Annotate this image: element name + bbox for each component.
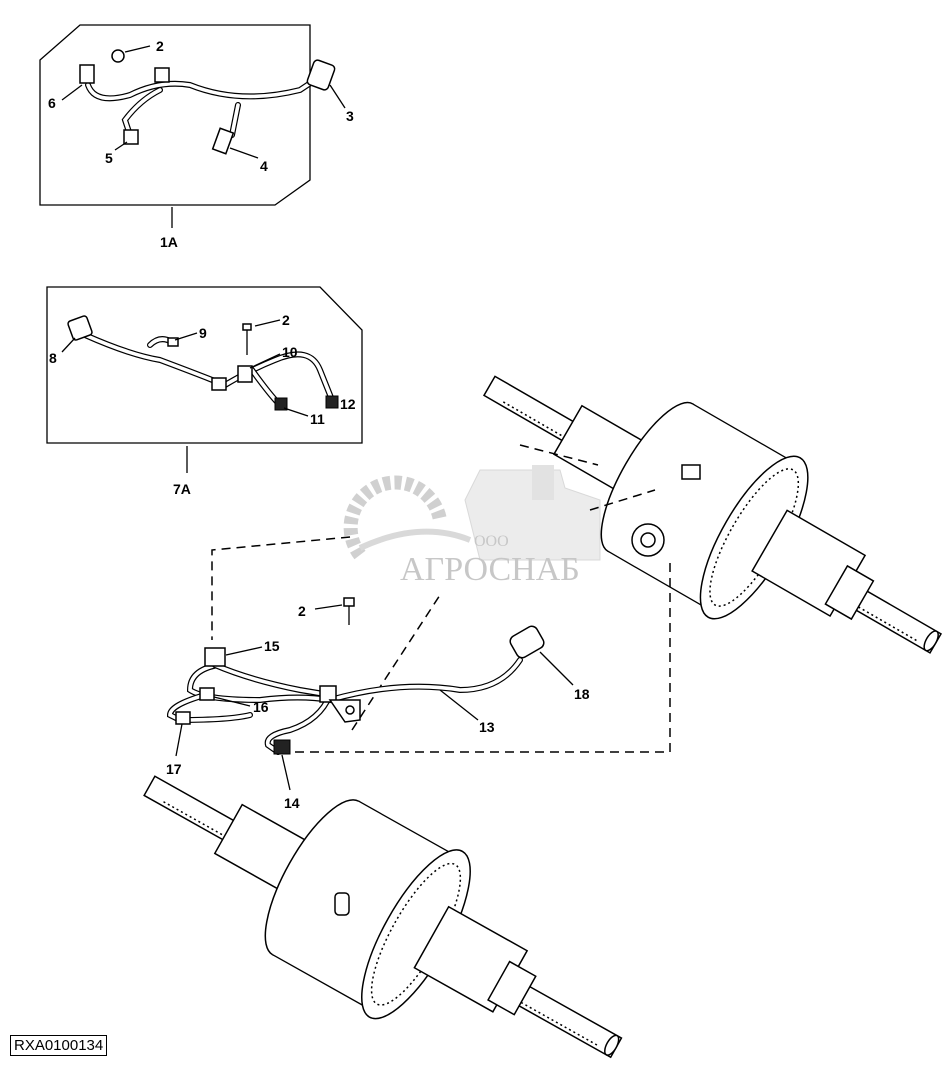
watermark-name: АГРОСНАБ: [400, 551, 580, 588]
watermark-logo: ООО АГРОСНАБ: [343, 465, 601, 588]
callout-2: 2: [298, 603, 306, 619]
reference-code: RXA0100134: [10, 1035, 108, 1056]
callout-17: 17: [166, 761, 182, 777]
callout-12: 12: [340, 396, 356, 412]
lower-axle-illustration: [143, 775, 623, 1059]
callout-14: 14: [284, 795, 300, 811]
callout-15: 15: [264, 638, 280, 654]
callout-10: 10: [282, 344, 298, 360]
callout-2: 2: [282, 312, 290, 328]
callout-4: 4: [260, 158, 268, 174]
upper-axle-illustration: [482, 375, 943, 654]
watermark-prefix: ООО: [474, 533, 509, 550]
kit-label-1a: 1A: [160, 234, 178, 250]
callout-2: 2: [156, 38, 164, 54]
installed-harness: 2 15 16 18 13 17 14: [166, 444, 671, 811]
callout-3: 3: [346, 108, 354, 124]
callout-18: 18: [574, 686, 590, 702]
callout-16: 16: [253, 699, 269, 715]
callout-9: 9: [199, 325, 207, 341]
kit-label-7a: 7A: [173, 481, 191, 497]
callout-11: 11: [310, 411, 325, 427]
callout-5: 5: [105, 150, 113, 166]
callout-8: 8: [49, 350, 57, 366]
kit-1a-panel: 2 6 3 5 4 1A: [39, 24, 354, 250]
callout-13: 13: [479, 719, 495, 735]
callout-6: 6: [48, 95, 56, 111]
kit-7a-panel: 2 9 8 10 12 11 7A: [46, 286, 363, 497]
